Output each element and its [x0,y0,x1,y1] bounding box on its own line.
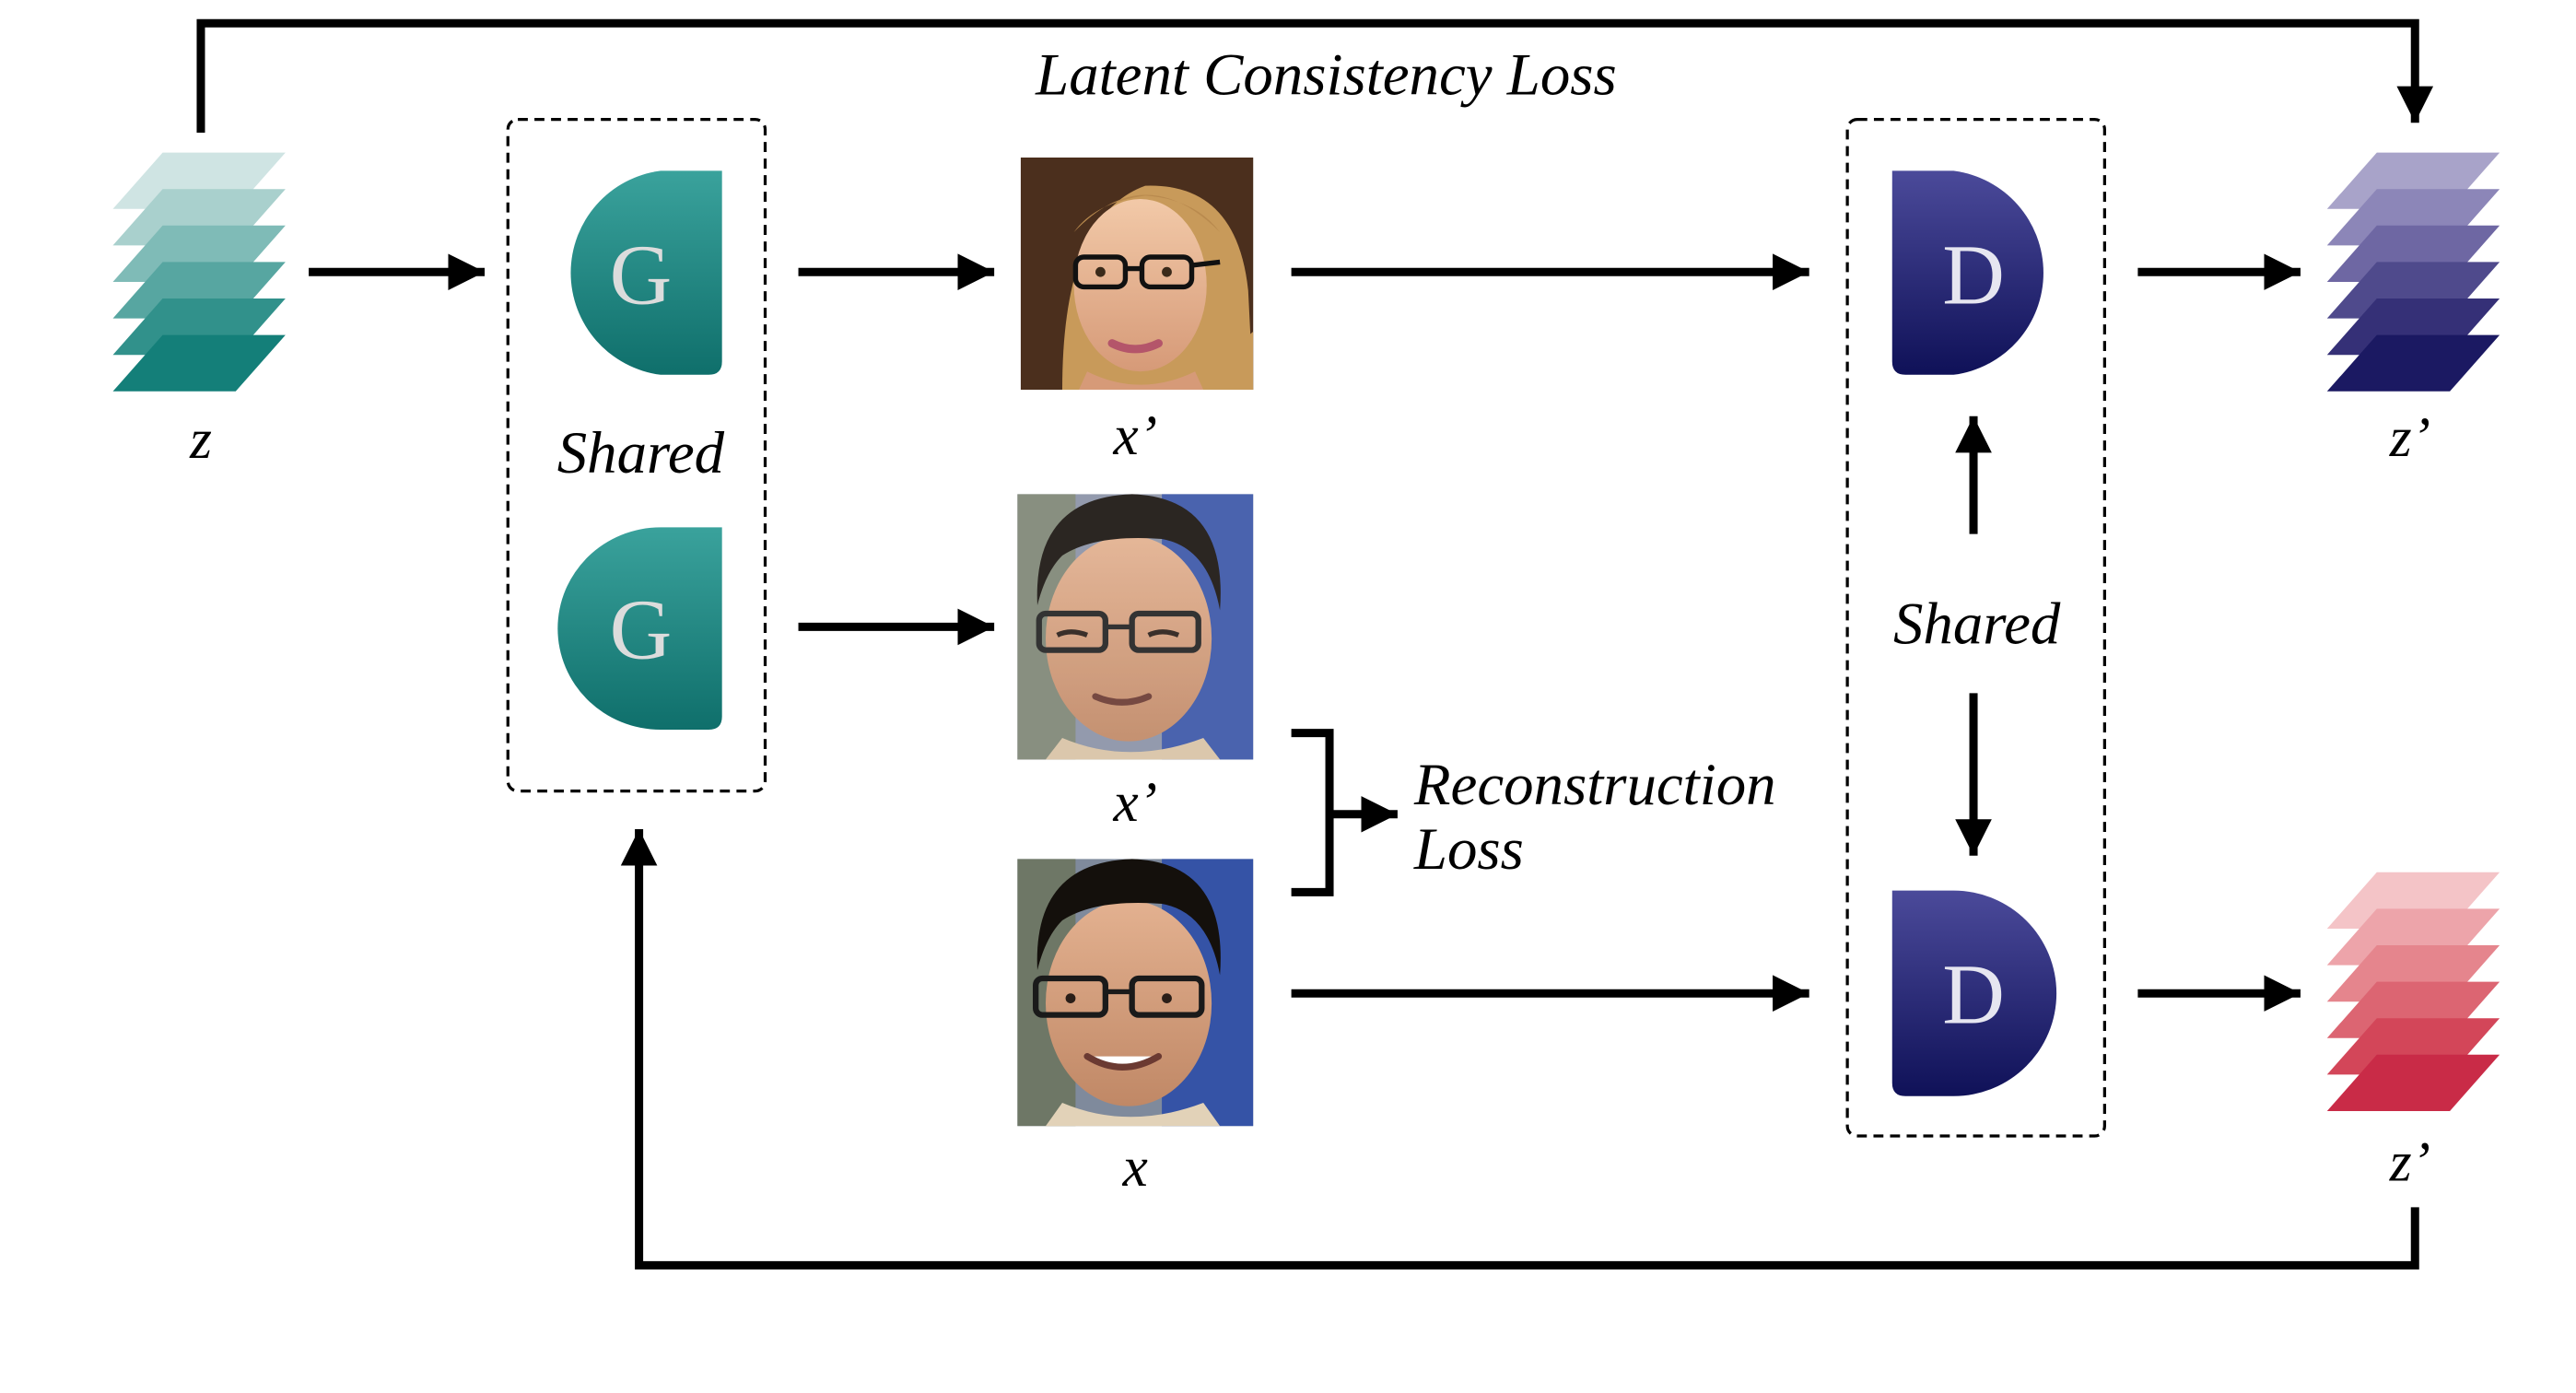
reconstruction-loss-label-line2: Loss [1413,815,1524,883]
face-man-glasses-reconstructed-icon [1017,494,1254,760]
z-prime-bottom-stack-icon [2326,872,2500,1111]
shared-discriminator-label: Shared [1892,590,2061,657]
reconstruction-loss-label-line1: Reconstruction [1413,751,1776,818]
latent-consistency-loss-label: Latent Consistency Loss [1036,41,1617,108]
z-prime-top-label: z’ [2389,407,2430,470]
stack-layer [2326,334,2500,392]
discriminator-top-letter: D [1942,228,2005,322]
shared-generator-label: Shared [556,419,725,486]
discriminator-bottom-letter: D [1942,948,2005,1043]
generator-bottom-block [557,527,722,730]
latent-consistency-arrow [196,18,2434,133]
x-prime-top-label: x’ [1113,406,1158,468]
face-woman-glasses-icon [1020,158,1254,390]
z-latent-stack-icon [112,152,286,392]
discriminator-bottom-block [1891,890,2057,1096]
z-prime-top-stack-icon [2326,152,2500,392]
generator-bottom-letter: G [610,583,673,678]
stack-layer [2326,1054,2500,1111]
discriminator-top-block [1891,170,2043,375]
z-label: z [190,409,212,472]
face-man-glasses-real-icon [1017,859,1254,1127]
x-prime-mid-label: x’ [1113,772,1158,835]
generator-top-block [570,170,722,375]
z-prime-bottom-label: z’ [2389,1132,2430,1194]
x-label: x [1122,1137,1148,1200]
feedback-arrow-bottom [620,828,2419,1270]
stack-layer [112,334,286,392]
generator-top-letter: G [610,228,673,322]
shared-generator-box [506,117,767,793]
shared-discriminator-box [1845,117,2106,1138]
reconstruction-bracket [1291,729,1334,896]
